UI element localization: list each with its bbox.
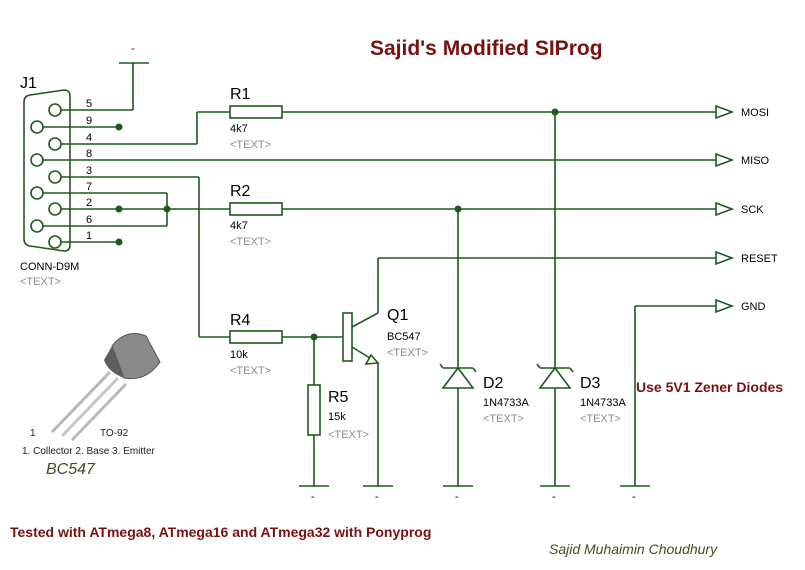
q1-ref: Q1 (387, 307, 408, 324)
junctions (115, 108, 559, 341)
net-label-mosi: MOSI (741, 107, 769, 119)
pin-label: 5 (86, 98, 92, 110)
net-terminals (715, 104, 735, 314)
r5-value: 15k (328, 411, 346, 423)
zener-note: Use 5V1 Zener Diodes (636, 379, 783, 395)
package-part: BC547 (46, 461, 96, 478)
pin-label: 3 (86, 165, 92, 177)
connector-j1 (23, 89, 71, 252)
pin-label: 7 (86, 181, 92, 193)
r5-text: <TEXT> (328, 429, 369, 441)
r2-value: 4k7 (230, 220, 248, 232)
pin-label: 4 (86, 132, 92, 144)
tested-note: Tested with ATmega8, ATmega16 and ATmega… (10, 524, 431, 540)
connector-leads (43, 109, 100, 243)
package-pin-one: 1 (30, 428, 36, 439)
net-label-miso: MISO (741, 155, 770, 167)
pin-label: 1 (86, 230, 92, 242)
svg-text:-: - (632, 491, 636, 503)
package-pinout: 1. Collector 2. Base 3. Emitter (22, 446, 156, 457)
q1-text: <TEXT> (387, 347, 428, 359)
r4-text: <TEXT> (230, 365, 271, 377)
d2-text: <TEXT> (483, 413, 524, 425)
diode-d2 (439, 363, 477, 389)
resistor-r5 (307, 384, 321, 436)
d3-text: <TEXT> (580, 413, 621, 425)
r2-ref: R2 (230, 183, 251, 200)
q1-value: BC547 (387, 331, 421, 343)
connector-ref: J1 (20, 75, 37, 92)
r5-ref: R5 (328, 389, 349, 406)
wires (100, 62, 716, 486)
net-label-reset: RESET (741, 253, 778, 265)
svg-text:-: - (375, 491, 379, 503)
package-name: TO-92 (100, 428, 129, 439)
diode-d3 (536, 363, 574, 389)
d2-ref: D2 (483, 375, 504, 392)
r1-ref: R1 (230, 86, 251, 103)
transistor-q1 (342, 312, 380, 365)
pin-label: 6 (86, 214, 92, 226)
ground-symbols: - - - - - (299, 485, 650, 503)
to92-package-illustration (50, 333, 161, 442)
pin-label: 9 (86, 115, 92, 127)
resistor-r4 (229, 330, 283, 344)
net-label-gnd: GND (741, 301, 766, 313)
r1-text: <TEXT> (230, 139, 271, 151)
r1-value: 4k7 (230, 123, 248, 135)
page-title: Sajid's Modified SIProg (370, 37, 603, 60)
resistor-r1 (229, 105, 283, 119)
ground-label: - (131, 43, 135, 55)
svg-text:-: - (311, 491, 315, 503)
d3-value: 1N4733A (580, 397, 627, 409)
connector-text: <TEXT> (20, 276, 61, 288)
r4-ref: R4 (230, 312, 251, 329)
author-name: Sajid Muhaimin Choudhury (549, 541, 718, 557)
connector-name: CONN-D9M (20, 261, 79, 273)
r4-value: 10k (230, 349, 248, 361)
r2-text: <TEXT> (230, 236, 271, 248)
resistor-r2 (229, 202, 283, 216)
svg-text:-: - (552, 491, 556, 503)
d3-ref: D3 (580, 375, 601, 392)
pin-label: 8 (86, 148, 92, 160)
pin-label: 2 (86, 197, 92, 209)
net-label-sck: SCK (741, 204, 764, 216)
svg-text:-: - (455, 491, 459, 503)
d2-value: 1N4733A (483, 397, 530, 409)
